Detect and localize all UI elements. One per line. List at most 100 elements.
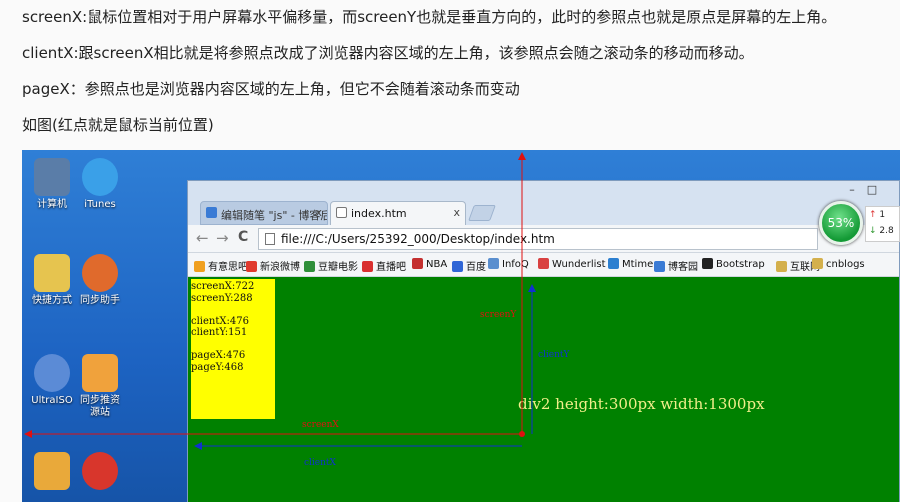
coordinate-line: clientX:476 [191, 315, 249, 327]
desktop-icon-computer[interactable]: 计算机 [22, 158, 82, 211]
div2-label: div2 height:300px width:1300px [518, 395, 765, 413]
desktop-icon-label: 快捷方式 [32, 295, 72, 306]
screen-y-annotation: screenY [480, 310, 517, 320]
client-x-annotation: clientX [304, 458, 336, 468]
app-icon [82, 452, 118, 490]
bookmark-item[interactable]: 百度 [452, 258, 486, 273]
computer-icon [34, 158, 70, 196]
desktop-icon-shortcut[interactable]: 快捷方式 [22, 254, 82, 307]
reload-icon[interactable]: C [238, 229, 249, 245]
tab-strip: 编辑随笔 "js" - 博客后台 x index.htm x – □ [188, 181, 899, 225]
desktop-icon-label: 计算机 [37, 199, 67, 210]
bookmark-label: 豆瓣电影 [318, 262, 358, 273]
bookmark-favicon-icon [452, 261, 463, 272]
desktop-icon-label: 同步推资源站 [80, 395, 120, 418]
bookmark-favicon-icon [812, 258, 823, 269]
bookmark-favicon-icon [702, 258, 713, 269]
blog-favicon-icon [206, 207, 217, 218]
bookmarks-bar: 有意思吧 新浪微博 豆瓣电影 直播吧 NBA 百度 InfoQ Wunderlist Mtime… [188, 253, 899, 277]
desktop-icon-label: iTunes [84, 199, 116, 210]
sync-assistant-icon [82, 254, 118, 292]
paragraph-figure-caption: 如图(红点就是鼠标当前位置) [22, 116, 214, 134]
tab-label: index.htm [351, 207, 407, 220]
bookmark-favicon-icon [488, 258, 499, 269]
ultraiso-icon [34, 354, 70, 392]
coordinate-line: pageX:476 [191, 350, 246, 361]
bookmark-item[interactable]: 直播吧 [362, 258, 406, 273]
upload-speed: 1 [879, 210, 886, 220]
bookmark-favicon-icon [412, 258, 423, 269]
bookmark-label: Mtime [622, 259, 654, 270]
desktop-screenshot: 计算机 iTunes 快捷方式 同步助手 UltraISO 同步推资源站 编辑随… [22, 150, 900, 502]
bookmark-item[interactable]: InfoQ [488, 258, 529, 270]
screen-x-annotation: screenX [302, 420, 339, 430]
bookmark-favicon-icon [776, 261, 787, 272]
close-icon[interactable]: x [453, 206, 460, 219]
minimize-button[interactable]: – [849, 183, 855, 196]
bookmark-item[interactable]: cnblogs [812, 258, 865, 270]
mouse-position-dot [519, 431, 525, 437]
bookmark-item[interactable]: 新浪微博 [246, 258, 300, 273]
desktop-icon-label: 同步助手 [80, 295, 120, 306]
bookmark-item[interactable]: Wunderlist [538, 258, 606, 270]
browser-toolbar: ← → C file:///C:/Users/25392_000/Desktop… [188, 225, 899, 253]
bookmark-item[interactable]: Mtime [608, 258, 653, 270]
bookmark-favicon-icon [304, 261, 315, 272]
browser-window: 编辑随笔 "js" - 博客后台 x index.htm x – □ ← → C… [187, 180, 900, 502]
desktop-icon-sync-resources[interactable]: 同步推资源站 [70, 354, 130, 419]
tab-label: 编辑随笔 "js" - 博客后台 [221, 209, 327, 222]
bookmark-label: 互联网 [790, 262, 820, 273]
article-text-block: screenX:鼠标位置相对于用户屏幕水平偏移量，而screenY也就是垂直方向… [0, 0, 900, 150]
address-text: file:///C:/Users/25392_000/Desktop/index… [281, 232, 555, 246]
bookmark-favicon-icon [362, 261, 373, 272]
bookmark-item[interactable]: Bootstrap [702, 258, 765, 270]
bookmark-favicon-icon [194, 261, 205, 272]
address-bar[interactable]: file:///C:/Users/25392_000/Desktop/index… [258, 228, 818, 250]
bookmark-label: Bootstrap [716, 259, 765, 270]
sync-resources-icon [82, 354, 118, 392]
folder-shortcut-icon [34, 254, 70, 292]
back-arrow-icon[interactable]: ← [196, 229, 209, 247]
bookmark-label: InfoQ [502, 259, 529, 270]
paragraph-screenx: screenX:鼠标位置相对于用户屏幕水平偏移量，而screenY也就是垂直方向… [22, 8, 837, 26]
bookmark-label: 新浪微博 [260, 262, 300, 273]
download-arrow-icon: ↓ [869, 226, 877, 236]
coordinate-line: pageY:468 [191, 361, 244, 373]
bookmark-item[interactable]: 互联网 [776, 258, 820, 273]
upload-arrow-icon: ↑ [869, 210, 877, 220]
bookmark-label: cnblogs [826, 259, 865, 270]
desktop-icon-ultraiso[interactable]: UltraISO [22, 354, 82, 407]
bookmark-label: 百度 [466, 262, 486, 273]
desktop-icon-partial-2[interactable] [70, 452, 130, 490]
tab-index-htm[interactable]: index.htm x [330, 201, 466, 225]
coordinate-line: screenX:722 [191, 281, 255, 292]
maximize-button[interactable]: □ [866, 183, 878, 196]
desktop-icon-itunes[interactable]: iTunes [70, 158, 130, 211]
gauge-value: 53% [827, 216, 855, 230]
forward-arrow-icon[interactable]: → [216, 229, 229, 247]
desktop-icon-partial-1[interactable] [22, 452, 82, 490]
bookmark-favicon-icon [538, 258, 549, 269]
bookmark-label: 直播吧 [376, 262, 406, 273]
bookmark-label: Wunderlist [552, 259, 606, 270]
bookmark-favicon-icon [246, 261, 257, 272]
desktop-icon-sync-assistant[interactable]: 同步助手 [70, 254, 130, 307]
tab-blog-editor[interactable]: 编辑随笔 "js" - 博客后台 x [200, 201, 328, 225]
bookmark-item[interactable]: 博客园 [654, 258, 698, 273]
bookmark-favicon-icon [608, 258, 619, 269]
bookmark-item[interactable]: NBA [412, 258, 447, 270]
bookmark-item[interactable]: 有意思吧 [194, 258, 248, 273]
close-icon[interactable]: x [315, 206, 322, 219]
desktop-icon-label: UltraISO [31, 395, 73, 406]
memory-gauge[interactable]: 53% [819, 201, 863, 245]
document-icon [336, 207, 347, 218]
coordinate-line: screenY:288 [191, 292, 253, 304]
itunes-icon [82, 158, 118, 196]
bookmark-favicon-icon [654, 261, 665, 272]
page-icon [265, 233, 275, 245]
paragraph-clientx: clientX:跟screenX相比就是将参照点改成了浏览器内容区域的左上角，该… [22, 44, 754, 62]
bookmark-item[interactable]: 豆瓣电影 [304, 258, 358, 273]
client-y-annotation: clientY [538, 350, 570, 360]
